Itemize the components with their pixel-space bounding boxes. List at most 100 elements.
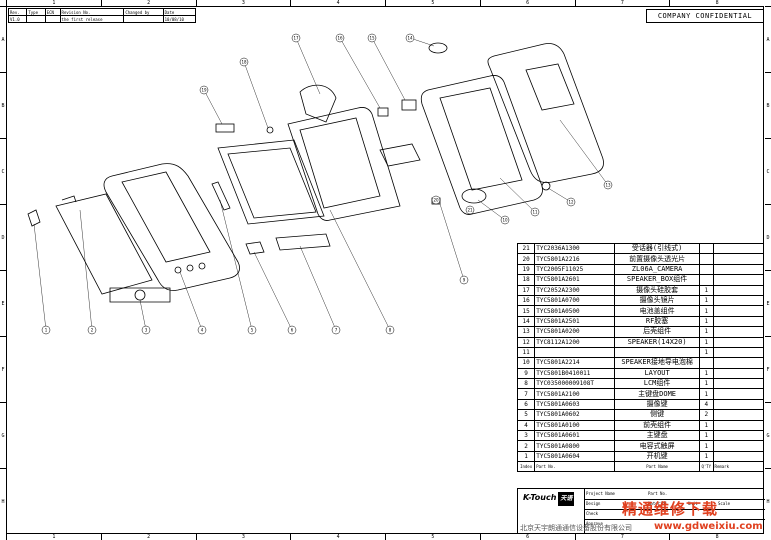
bom-cell-part_no: TYC5801A0603: [534, 398, 616, 411]
callout-number: 1: [45, 328, 48, 333]
bom-cell-part_no: TYC5801A2214: [534, 357, 616, 369]
bom-cell-remark: [712, 378, 765, 390]
date-cell: 10/08/10: [162, 15, 197, 23]
bom-cell-remark: [712, 388, 765, 400]
bom-cell-remark: [712, 315, 765, 328]
brand-mark: 天语: [558, 492, 575, 506]
grid-ruler-mark: H: [0, 468, 6, 534]
grid-ruler-mark: A: [765, 6, 771, 72]
callout-number: 7: [335, 328, 338, 333]
callout-balloon: [291, 33, 301, 43]
callout-balloon: [335, 33, 345, 43]
revision-header-row: Rev. Type ECN Revision No. Changed by Da…: [7, 8, 197, 16]
approve-label: Approve: [586, 521, 603, 526]
bom-cell-remark: [712, 419, 765, 432]
material-label: Material: [648, 501, 668, 506]
callout-balloon: [367, 33, 377, 43]
bom-cell-part_no: [534, 346, 616, 359]
bom-cell-qty: 4: [699, 398, 714, 411]
rear-housing-part: [420, 75, 543, 215]
grid-ruler-mark: 3: [195, 534, 291, 540]
bom-cell-name: 侧键: [614, 409, 701, 421]
bom-cell-name: SPEAKER接地导电泡棉: [614, 357, 701, 369]
grid-ruler-mark: C: [0, 138, 6, 204]
bom-header-qty: Q'TY: [699, 461, 714, 473]
design-label: Design: [586, 501, 601, 506]
bom-cell-name: 受话器(引线式): [614, 242, 701, 255]
bom-cell-remark: [712, 409, 765, 421]
grid-ruler-mark: 7: [574, 534, 670, 540]
bom-cell-part_no: TYC035000009108T: [534, 378, 616, 390]
grid-ruler-mark: 5: [385, 534, 480, 540]
callout-balloon: [465, 205, 475, 215]
grid-ruler-mark: 6: [479, 534, 575, 540]
callout-balloon: [141, 325, 151, 335]
bom-cell-qty: 1: [699, 450, 714, 463]
check-label: Check: [586, 511, 599, 516]
grid-ruler-mark: F: [0, 336, 6, 402]
bom-cell-name: 前置摄像头透光片: [614, 253, 701, 265]
bom-cell-index: 20: [516, 253, 536, 265]
callout-number: 15: [369, 36, 375, 41]
bom-cell-name: SPEAKER(14X20): [614, 336, 701, 348]
bom-cell-part_no: TYC5801A0800: [534, 440, 616, 452]
bom-cell-remark: [712, 253, 765, 265]
bom-cell-index: 9: [516, 367, 536, 380]
bom-cell-index: 19: [516, 263, 536, 276]
grid-ruler-mark: 7: [574, 0, 670, 6]
bom-cell-name: SPEAKER_BOX组件: [614, 274, 701, 286]
callout-balloon: [287, 325, 297, 335]
grid-ruler-mark: B: [765, 72, 771, 138]
part-no-label: Part No.: [648, 491, 668, 496]
bom-cell-qty: [699, 263, 714, 276]
callout-number: 6: [291, 328, 294, 333]
grid-ruler-mark: D: [0, 204, 6, 270]
bom-cell-name: 主键盘DOME: [614, 388, 701, 400]
type-cell: [26, 15, 46, 23]
receiver-wire-part: [215, 123, 235, 133]
bom-cell-qty: 1: [699, 430, 714, 442]
callout-balloon: [459, 275, 469, 285]
grid-ruler-mark: 4: [290, 0, 385, 6]
bom-cell-name: [614, 346, 701, 359]
bom-cell-qty: 1: [699, 388, 714, 400]
grid-ruler-mark: C: [765, 138, 771, 204]
bom-cell-remark: [712, 284, 765, 296]
callout-number: 16: [337, 36, 343, 41]
bom-cell-remark: [712, 326, 765, 338]
bom-cell-qty: 1: [699, 367, 714, 380]
bom-cell-part_no: TYC2005F11025: [534, 263, 616, 276]
callout-balloon: [405, 33, 415, 43]
bom-cell-part_no: TYC5801B0410011: [534, 367, 616, 380]
bom-cell-qty: 1: [699, 294, 714, 307]
revision-table: Rev. Type ECN Revision No. Changed by Da…: [7, 8, 197, 23]
bom-cell-remark: [712, 367, 765, 380]
grid-ruler-mark: B: [0, 72, 6, 138]
grid-ruler-mark: 2: [100, 534, 196, 540]
power-key-part: [27, 209, 41, 227]
front-housing-part: [103, 163, 240, 291]
main-keypad-part: [109, 287, 171, 303]
battery-cover-part: [487, 43, 604, 183]
bom-cell-name: LAYOUT: [614, 367, 701, 380]
bom-cell-part_no: TYC5801A2601: [534, 274, 616, 286]
bom-cell-qty: [699, 274, 714, 286]
bom-cell-part_no: TYC5801A0602: [534, 409, 616, 421]
bom-cell-part_no: TYC2036A1300: [534, 242, 616, 255]
bom-cell-name: ZL06A_CAMERA: [614, 263, 701, 276]
callout-balloon: [331, 325, 341, 335]
callout-number: 3: [145, 328, 148, 333]
camera-module-part: [401, 99, 417, 111]
bom-cell-index: 1: [516, 450, 536, 463]
watermark-url[interactable]: www.gdweixiu.com: [654, 521, 763, 532]
